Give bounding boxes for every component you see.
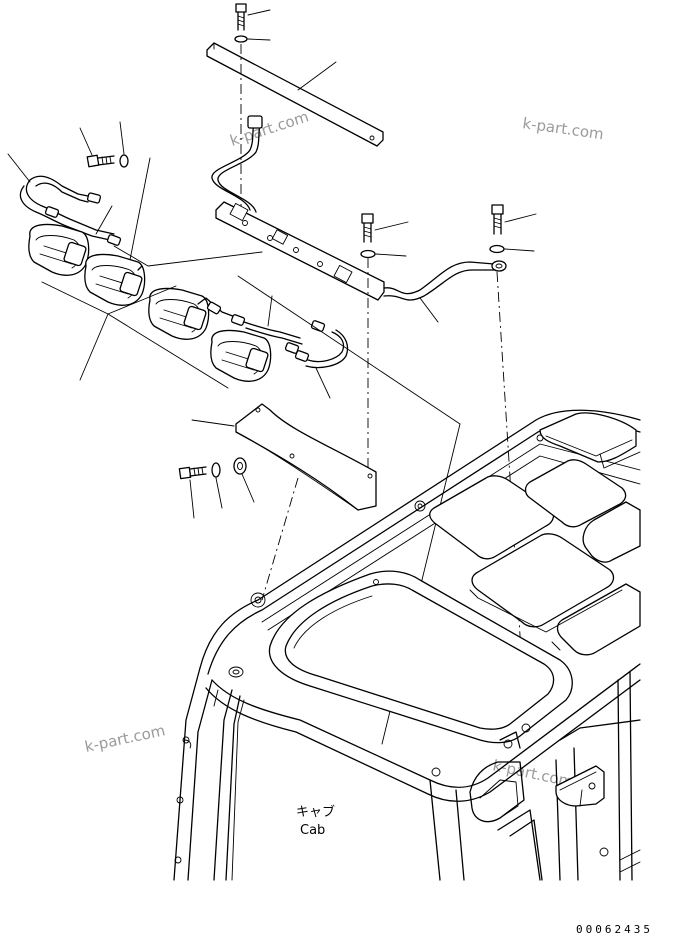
leader-top-bolt [247,9,271,16]
watermark-3: k-part.com [83,721,167,756]
cab-rear-side [429,671,641,881]
leader-lower-bracket [191,419,235,427]
watermark-1: k-part.com [228,107,311,149]
leader-left-washer [119,121,125,155]
lamp-wiring [137,265,349,369]
harness-wire-upper [211,115,263,213]
leader-right-bolt [504,213,537,223]
leader-washer-to-lamp [127,157,151,271]
lamp-1 [28,223,90,276]
leader-middle-bolt [374,221,409,231]
left-harness [19,175,122,246]
cab-skylight [268,570,573,777]
lamp-group-leader [41,245,263,389]
lamp-4 [210,329,272,382]
leader-left-harness [7,153,31,183]
leader-top-bracket [297,61,337,91]
leader-lamp-wire-bottom [315,367,331,399]
top-bolt [235,3,247,31]
drawing-code: 00062435 [576,923,653,936]
lamp-3 [148,287,210,340]
lamp-2 [84,253,146,306]
cab-front-pillar [173,666,245,881]
middle-washer [360,249,376,259]
lower-bolt [178,466,207,480]
leader-lower-washer-1 [215,477,223,509]
leader-lower-bolt [189,479,195,519]
leader-harness-right [419,297,439,323]
lower-washer-2 [233,457,247,475]
watermark-2: k-part.com [521,114,604,143]
left-bolt [86,154,115,168]
cab-roof [199,409,641,802]
harness-wire-right [383,260,507,301]
leader-lamp-wiring [267,295,273,327]
leader-right-washer [504,248,535,252]
left-washer [119,154,129,168]
right-washer [489,244,505,254]
leader-middle-washer [375,253,407,257]
top-bracket-plate [206,42,384,147]
top-washer [234,35,248,43]
middle-bolt [361,213,374,243]
cab-label-japanese: キャブ [296,804,335,820]
lower-bracket [235,403,377,511]
leader-lower-washer-2 [241,473,255,503]
leader-left-bolt [79,127,93,156]
cab-label-english: Cab [300,823,325,838]
leader-connector-left [95,205,113,235]
leader-top-washer [247,38,271,41]
harness-bracket [215,201,385,301]
lower-washer-1 [211,462,221,478]
right-bolt [491,204,504,235]
